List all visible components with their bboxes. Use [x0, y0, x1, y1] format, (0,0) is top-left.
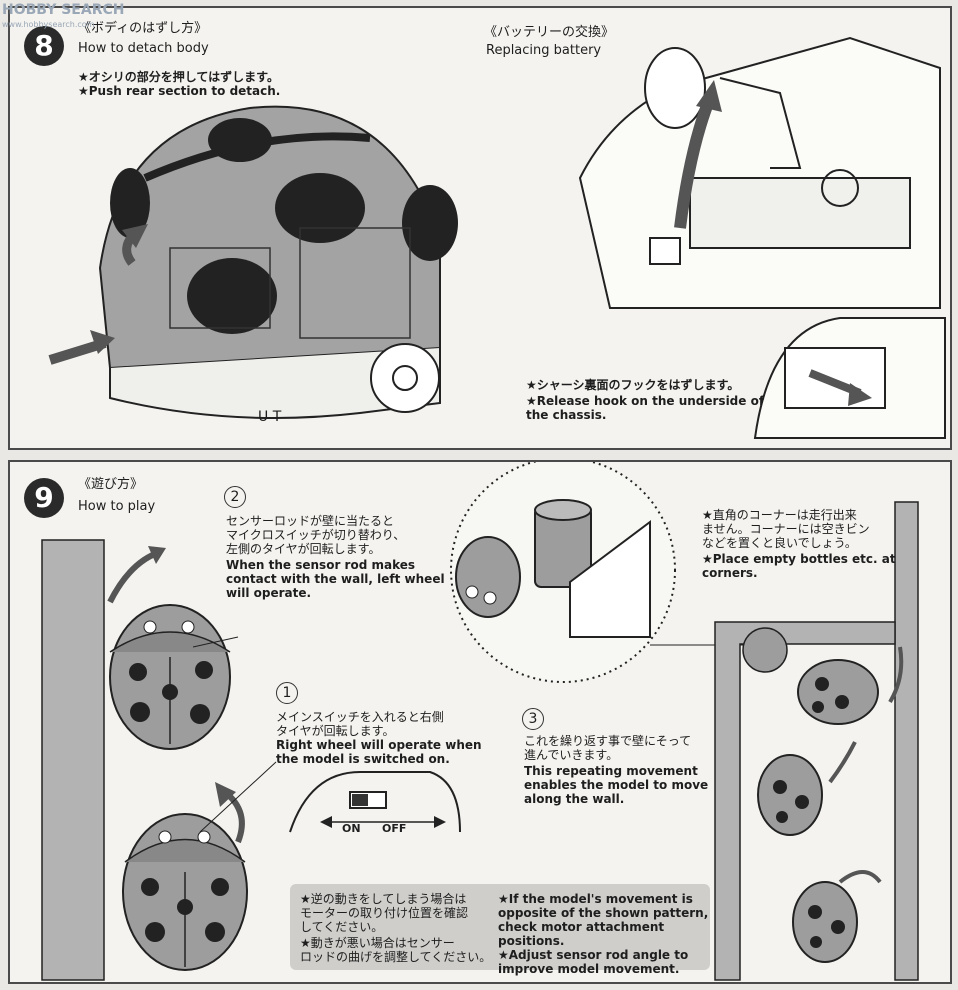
- step-number-8: 8: [24, 26, 64, 66]
- how-to-play-title-jp: 《遊び方》: [78, 477, 144, 492]
- battery-note-en-2: the chassis.: [526, 408, 607, 422]
- item-2-jp-2: マイクロスイッチが切り替わり、: [226, 528, 406, 542]
- detach-body-note-jp: ★オシリの部分を押してはずします。: [78, 70, 279, 84]
- item-1-jp-1: メインスイッチを入れると右側: [276, 710, 444, 724]
- notes-jp-3: してください。: [300, 920, 384, 934]
- item-1-jp-2: タイヤが回転します。: [276, 724, 395, 738]
- switch-on-label: ON: [342, 822, 361, 835]
- item-3-jp-1: これを繰り返す事で壁にそって: [524, 734, 692, 748]
- notes-en-5: ★Adjust sensor rod angle to: [498, 948, 689, 962]
- notes-jp-5: ロッドの曲げを調整してください。: [300, 950, 492, 964]
- notes-en-1: ★If the model's movement is: [498, 892, 693, 906]
- ladybug-right-2: [757, 741, 857, 836]
- detach-body-note-en: ★Push rear section to detach.: [78, 84, 281, 98]
- item-2-en-2: contact with the wall, left wheel: [226, 572, 445, 586]
- detach-body-title-jp: 《ボディのはずし方》: [78, 21, 208, 36]
- notes-jp-2: モーターの取り付け位置を確認: [300, 906, 469, 920]
- corner-note-jp-2: ません。コーナーには空きビン: [702, 522, 870, 536]
- corner-note-en-2: corners.: [702, 566, 758, 580]
- corner-note-jp-1: ★直角のコーナーは走行出来: [702, 508, 857, 522]
- chassis-label: U T: [258, 409, 282, 425]
- step-8-panel: 8 《ボディのはずし方》 How to detach body ★オシリの部分を…: [8, 6, 952, 450]
- battery-compartment-illustration: [578, 36, 941, 309]
- watermark-url: www.hobbysearch.com: [2, 20, 95, 29]
- step-8-illustrations: [48, 36, 946, 439]
- detach-body-title-en: How to detach body: [78, 41, 209, 56]
- corner-wall: [714, 501, 919, 981]
- corner-note-jp-3: などを置くと良いでしょう。: [702, 536, 857, 550]
- notes-en-2: opposite of the shown pattern,: [498, 906, 709, 920]
- item-1-number: 1: [276, 682, 298, 704]
- item-1-en-2: the model is switched on.: [276, 752, 450, 766]
- item-3-en-1: This repeating movement: [524, 764, 698, 778]
- ladybug-right-3: [792, 870, 882, 963]
- watermark-logo: HOBBY SEARCH: [2, 2, 125, 18]
- ladybug-body-detach-illustration: [98, 105, 458, 419]
- item-1-en-1: Right wheel will operate when: [276, 738, 482, 752]
- item-3-en-3: along the wall.: [524, 792, 625, 806]
- left-wall: [41, 539, 105, 981]
- item-2-jp-1: センサーロッドが壁に当たると: [226, 514, 395, 528]
- push-arrows: [48, 224, 148, 365]
- notes-jp-4: ★動きが悪い場合はセンサー: [300, 936, 455, 950]
- magnified-corner-detail: [450, 462, 750, 683]
- item-2-en-3: will operate.: [226, 586, 312, 600]
- ladybug-upper: [107, 546, 231, 750]
- how-to-play-title-en: How to play: [78, 499, 156, 514]
- ladybug-lower: [122, 782, 248, 971]
- notes-jp-1: ★逆の動きをしてしまう場合は: [300, 892, 467, 906]
- ladybug-right-1: [797, 646, 904, 725]
- item-3-number: 3: [522, 708, 544, 730]
- step-9-illustrations: [41, 462, 919, 981]
- replace-battery-title-en: Replacing battery: [486, 43, 602, 58]
- switch-off-label: OFF: [382, 822, 407, 835]
- notes-en-4: positions.: [498, 934, 565, 948]
- step-9-panel: 9 《遊び方》 How to play 2 センサーロッドが壁に当たると マイク…: [8, 460, 952, 984]
- chassis-hook-illustration: [753, 317, 946, 439]
- notes-box: [290, 884, 710, 970]
- step-number-9: 9: [24, 478, 64, 518]
- corner-note-en-1: ★Place empty bottles etc. at: [702, 552, 896, 566]
- main-switch-diagram: [289, 771, 461, 833]
- item-2-en-1: When the sensor rod makes: [226, 558, 416, 572]
- item-3-en-2: enables the model to move: [524, 778, 709, 792]
- battery-note-jp: ★シャーシ裏面のフックをはずします。: [526, 378, 740, 392]
- replace-battery-title-jp: 《バッテリーの交換》: [484, 25, 615, 40]
- notes-en-3: check motor attachment: [498, 920, 665, 934]
- battery-note-en-1: ★Release hook on the underside of: [526, 394, 765, 408]
- notes-en-6: improve model movement.: [498, 962, 680, 976]
- item-2-number: 2: [224, 486, 246, 508]
- item-2-jp-3: 左側のタイヤが回転します。: [226, 542, 381, 556]
- item-3-jp-2: 進んでいきます。: [524, 748, 619, 762]
